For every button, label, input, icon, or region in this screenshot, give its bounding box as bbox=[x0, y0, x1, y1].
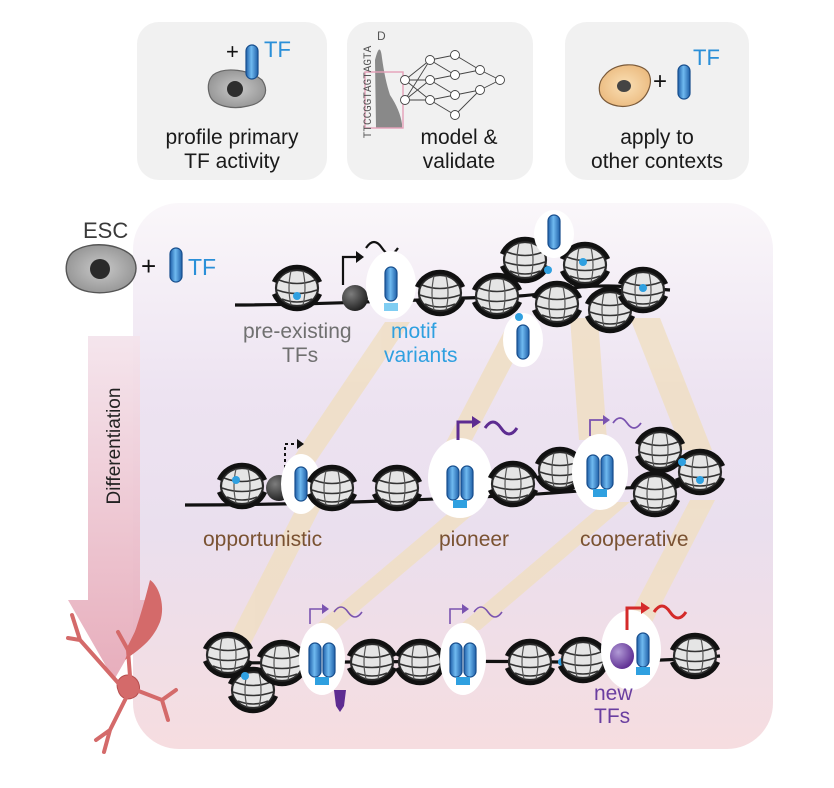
row3-new-transcription-arrow bbox=[625, 606, 645, 630]
new-tfs-label-1: new bbox=[594, 682, 633, 705]
opportunistic-label: opportunistic bbox=[203, 528, 323, 551]
motif-label-1: motif bbox=[391, 320, 437, 343]
esc-nucleus-icon bbox=[90, 259, 110, 279]
row3-nucleosome-8 bbox=[672, 635, 718, 677]
card-profile-line2: TF activity bbox=[184, 150, 280, 173]
row3-new-mrna-icon bbox=[652, 604, 688, 620]
card-apply-line2: other contexts bbox=[591, 150, 723, 173]
row3-cofactor-icon bbox=[334, 690, 346, 712]
cooperative-label: cooperative bbox=[580, 528, 689, 551]
row1-tf-bottom bbox=[516, 324, 530, 360]
row2-tf-1 bbox=[294, 466, 308, 502]
row2-cooperative-transcription-arrow bbox=[589, 419, 606, 436]
pioneer-label: pioneer bbox=[439, 528, 510, 551]
row2-nucleosome-2 bbox=[309, 467, 355, 509]
row2-pioneer-mrna-icon bbox=[483, 420, 519, 436]
row2-nucleosome-7 bbox=[677, 451, 723, 493]
row3-nucleosome-6 bbox=[507, 641, 553, 683]
sequence-letter: D bbox=[377, 29, 386, 43]
row3-nucleosome-3 bbox=[259, 642, 305, 684]
apply-tf-icon bbox=[677, 64, 691, 100]
card-model-line2: validate bbox=[422, 150, 496, 173]
esc-tf-label: TF bbox=[188, 254, 217, 280]
sequence-text: TTCCGGTAGTAGTA bbox=[363, 45, 375, 139]
new-tfs-label-2: TFs bbox=[594, 705, 631, 728]
row2-nucleosome-1 bbox=[219, 465, 265, 507]
card-profile-line1: profile primary bbox=[165, 126, 299, 149]
profile-plus: + bbox=[226, 39, 239, 64]
row2-nucleosome-3 bbox=[374, 467, 420, 509]
motif-label-2: variants bbox=[384, 344, 458, 367]
row2-pioneer-highlight bbox=[428, 438, 492, 518]
row3-nucleosome-5 bbox=[397, 641, 443, 683]
row1-tf-top bbox=[547, 214, 561, 250]
row2-pioneer-transcription-arrow bbox=[456, 420, 476, 440]
neural-network-icon bbox=[400, 50, 505, 120]
esc-label: ESC bbox=[83, 218, 129, 243]
apply-tf-label: TF bbox=[693, 45, 720, 70]
profile-tf-label: TF bbox=[264, 37, 291, 62]
row1-nucleosome-1 bbox=[274, 267, 320, 309]
differentiation-arrow bbox=[68, 336, 160, 680]
row3-new-tf bbox=[610, 643, 634, 669]
card-model-line1: model & bbox=[420, 126, 498, 149]
pre-existing-label-2: TFs bbox=[282, 344, 319, 367]
row1-tf bbox=[384, 266, 398, 302]
esc-plus: + bbox=[141, 251, 157, 281]
row2-weak-transcription-arrow bbox=[284, 443, 300, 468]
row1-pre-existing-tf bbox=[342, 285, 368, 311]
differentiation-label: Differentiation bbox=[104, 387, 125, 505]
card-apply-line1: apply to bbox=[620, 126, 694, 149]
pre-existing-label-1: pre-existing bbox=[243, 320, 352, 343]
row3-tf2-highlight bbox=[440, 623, 486, 695]
profile-nucleus-icon bbox=[227, 81, 243, 97]
row2-cooperative-highlight bbox=[572, 434, 628, 510]
row1-nucleosome-3 bbox=[474, 275, 520, 317]
card-profile: profile primary TF activity bbox=[137, 22, 327, 180]
row2-nucleosome-4 bbox=[490, 463, 536, 505]
other-nucleus-icon bbox=[617, 80, 631, 92]
muscle-cell-icon bbox=[125, 580, 163, 660]
connection-bands bbox=[226, 318, 715, 645]
row3-tf1-highlight bbox=[299, 623, 345, 695]
card-apply: apply to other contexts bbox=[565, 22, 749, 180]
row1-nucleosome-6 bbox=[534, 283, 580, 325]
row3-tf-3 bbox=[636, 632, 650, 668]
neuron-icon bbox=[66, 613, 178, 754]
esc-tf-icon bbox=[169, 247, 183, 283]
row1-motif bbox=[384, 303, 398, 311]
row1-nucleosome-2 bbox=[417, 272, 463, 314]
row2-nucleosome-8 bbox=[632, 473, 678, 515]
apply-plus: + bbox=[653, 68, 668, 95]
row3-nucleosome-7 bbox=[560, 639, 606, 681]
row3-nucleosome-4 bbox=[349, 641, 395, 683]
row1-transcription-arrow bbox=[341, 255, 360, 285]
profile-tf-icon bbox=[245, 44, 259, 80]
